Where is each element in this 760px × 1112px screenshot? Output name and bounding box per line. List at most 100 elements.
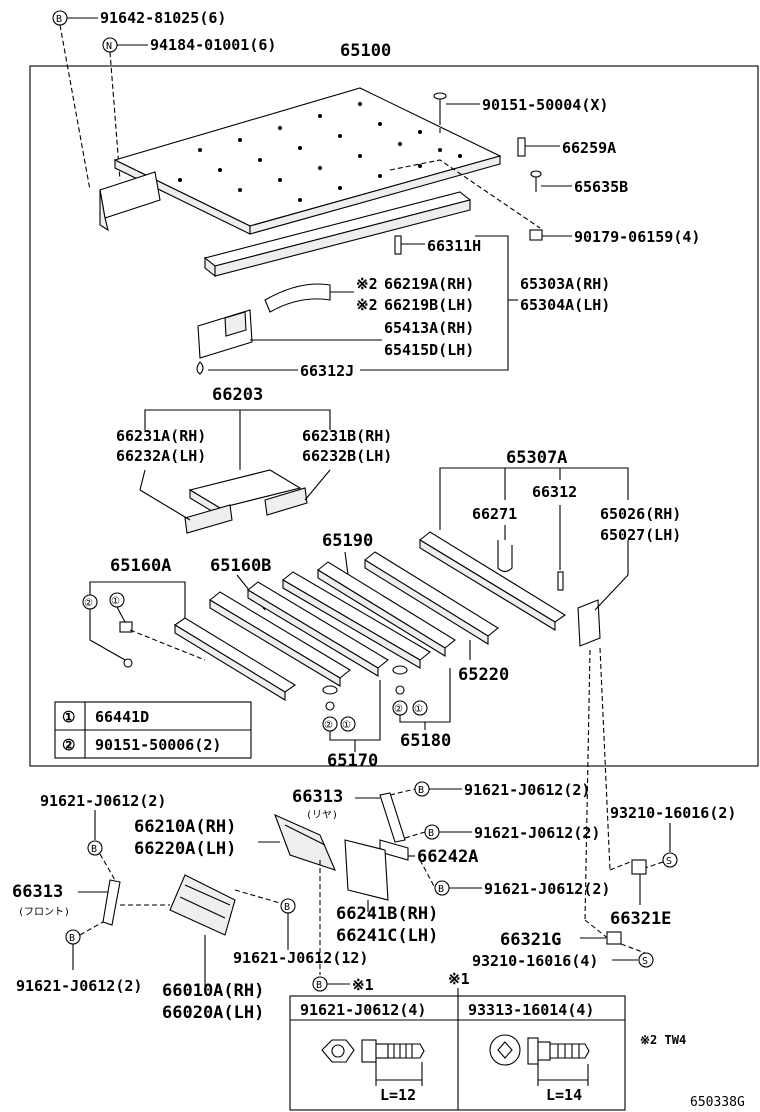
part-label-66242A: 66242A	[417, 847, 478, 867]
callout-b-symbol: B	[56, 14, 62, 25]
legend-part-2: 90151-50006(2)	[95, 736, 221, 754]
callout-2-a: ②	[82, 594, 98, 610]
sill-65160A	[173, 617, 297, 701]
part-label-66231B: 66231B(RH)	[302, 427, 392, 445]
part-label-65415D: 65415D(LH)	[384, 341, 474, 359]
part-label-93210-bottom: 93210-16016(4)	[472, 952, 598, 970]
callout-2-c: ②	[392, 700, 408, 716]
fastener-part-1: 91621-J0612(4)	[300, 1001, 426, 1019]
bracket-66231B	[264, 487, 308, 516]
part-label-66010A: 66010A(RH)	[162, 981, 264, 1001]
part-label-66232A: 66232A(LH)	[116, 447, 206, 465]
cushion-65180: ② ① 65180	[392, 665, 451, 751]
note-tw4: ※2 TW4	[640, 1033, 686, 1047]
part-label-65635B: 65635B	[574, 178, 628, 196]
sill-65160B-b	[247, 581, 389, 677]
part-label-65413A: 65413A(RH)	[384, 319, 474, 337]
cushion-65170: ② ① 65170	[322, 680, 381, 771]
clip-66312J: 66312J	[196, 361, 354, 380]
legend-table: ① 66441D ② 90151-50006(2)	[54, 701, 252, 759]
block-66321E: 66321E	[610, 859, 671, 929]
svg-text:②: ②	[84, 598, 93, 609]
svg-text:①: ①	[414, 704, 423, 715]
part-label-66241C: 66241C(LH)	[336, 926, 438, 946]
strap-66313-rear	[379, 792, 406, 843]
sill-65220	[364, 551, 499, 645]
svg-text:B: B	[316, 980, 322, 991]
part-label-65026: 65026(RH)	[600, 505, 681, 523]
mudguard-66210A	[274, 813, 336, 871]
nut-90179-06159: 90179-06159(4)	[529, 228, 700, 246]
part-label-91621-rear-2: 91621-J0612(2)	[474, 824, 600, 842]
legend-symbol-2: ②	[62, 736, 75, 754]
ref-x1-top-marker: ※1	[448, 970, 470, 988]
diagram-code: 650338G	[690, 1095, 745, 1110]
callout-1-a: ①	[109, 592, 125, 608]
part-label-65160B: 65160B	[210, 556, 271, 576]
top-ref-n: N 94184-01001(6)	[102, 36, 276, 54]
part-label-90151-50004: 90151-50004(X)	[482, 96, 608, 114]
legend-symbol-1: ①	[62, 708, 75, 726]
part-label-65180: 65180	[400, 731, 451, 751]
long-sill-65307A	[419, 531, 567, 631]
callout-b-front-top: B	[87, 840, 103, 856]
sill-65190-b	[317, 561, 456, 657]
part-label-91621-bottom-left: 91621-J0612(2)	[16, 977, 142, 995]
fastener-length-2: L=14	[546, 1086, 582, 1104]
part-label-90179-06159: 90179-06159(4)	[574, 228, 700, 246]
part-label-65304A: 65304A(LH)	[520, 296, 610, 314]
part-label-94184-01001: 94184-01001(6)	[150, 36, 276, 54]
part-label-66219B: 66219B(LH)	[384, 296, 474, 314]
bracket-66231A	[184, 504, 233, 534]
mark-x2-a: ※2	[356, 275, 378, 293]
part-label-91621-rear-1: 91621-J0612(2)	[464, 781, 590, 799]
callout-s-right: S	[662, 852, 678, 868]
part-label-66219A: 66219A(RH)	[384, 275, 474, 293]
callout-b-r3: B	[434, 880, 450, 896]
svg-text:B: B	[438, 884, 444, 895]
part-label-66232B: 66232B(LH)	[302, 447, 392, 465]
hook-66271	[497, 540, 513, 573]
part-label-91621-top-left: 91621-J0612(2)	[40, 792, 166, 810]
part-label-66271: 66271	[472, 505, 517, 523]
part-label-66321E: 66321E	[610, 909, 671, 929]
top-ref-b: B 91642-81025(6)	[52, 9, 226, 27]
part-label-66321G: 66321G	[500, 930, 561, 950]
svg-text:①: ①	[342, 720, 351, 731]
part-label-65027: 65027(LH)	[600, 526, 681, 544]
part-label-66313-front-sub: (フロント)	[18, 907, 70, 918]
part-label-65160A: 65160A	[110, 556, 171, 576]
callout-2-b: ②	[322, 716, 338, 732]
part-label-66231A: 66231A(RH)	[116, 427, 206, 445]
fastener-length-1: L=12	[380, 1086, 416, 1104]
strap-66313-front	[102, 879, 121, 926]
bolt-90151-50004: 90151-50004(X)	[433, 92, 608, 120]
part-label-65170: 65170	[327, 751, 378, 771]
svg-text:B: B	[284, 902, 290, 913]
svg-text:②: ②	[324, 720, 333, 731]
callout-1-c: ①	[412, 700, 428, 716]
callout-n-symbol: N	[106, 41, 112, 52]
plate-66242A: 66242A	[379, 839, 478, 867]
mark-x2-b: ※2	[356, 296, 378, 314]
splash-shield-66010A	[169, 874, 236, 936]
part-label-91621-mid: 91621-J0612(12)	[233, 949, 368, 967]
bolt-65635B: 65635B	[530, 170, 628, 196]
callout-b-r1: B	[414, 781, 430, 797]
part-label-66313-rear-sub: (リヤ)	[306, 810, 338, 821]
part-label-66220A: 66220A(LH)	[134, 839, 236, 859]
callout-b-mid: B	[280, 898, 296, 914]
callout-b-r2: B	[424, 824, 440, 840]
screw-90151-50006-a	[123, 658, 133, 668]
callout-b-front-bottom: B	[65, 929, 81, 945]
svg-text:②: ②	[394, 704, 403, 715]
svg-text:B: B	[428, 828, 434, 839]
ref-x1-marker: ※1	[352, 976, 374, 994]
part-label-91621-rear-3: 91621-J0612(2)	[484, 880, 610, 898]
bracket-65026	[577, 540, 629, 647]
part-label-66020A: 66020A(LH)	[162, 1003, 264, 1023]
part-label-66313-front: 66313	[12, 882, 63, 902]
part-label-91642-81025: 91642-81025(6)	[100, 9, 226, 27]
callout-1-b: ①	[340, 716, 356, 732]
